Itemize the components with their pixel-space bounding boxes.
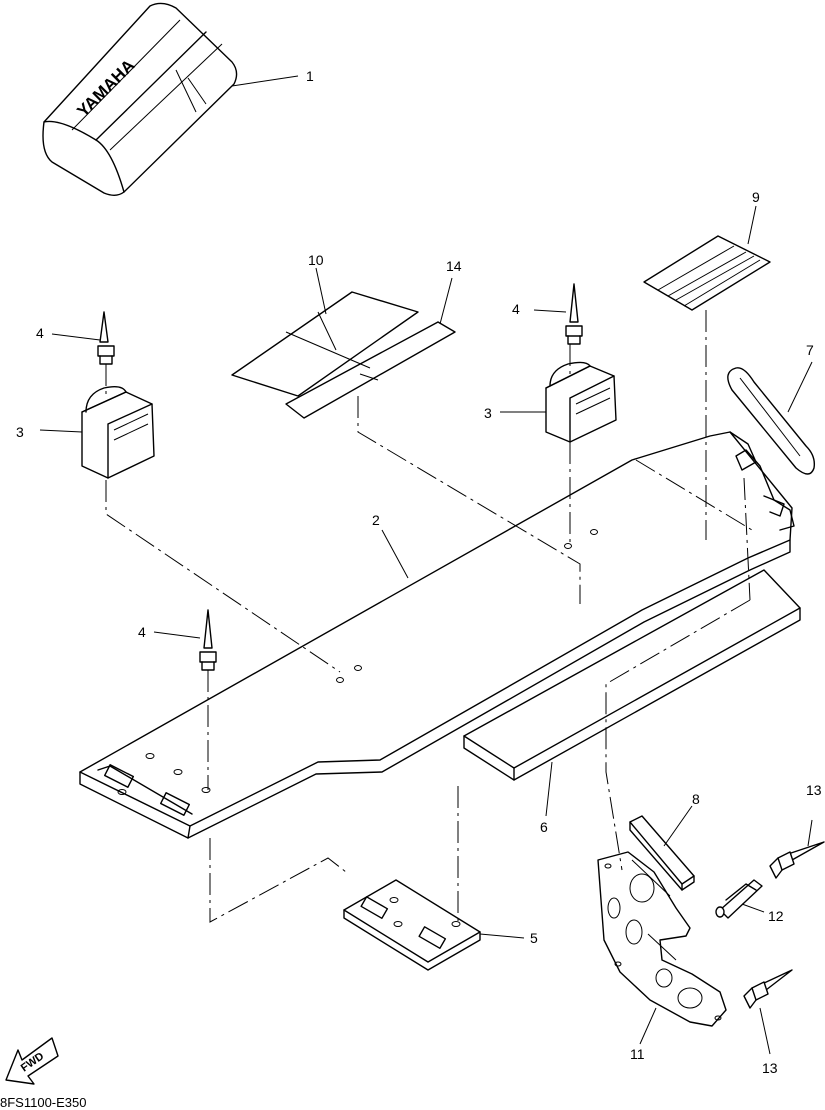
plate-5	[343, 879, 481, 971]
cover-brand-text: YAMAHA	[73, 56, 138, 121]
clip-12	[715, 879, 763, 919]
callout-7: 7	[806, 342, 814, 358]
rivet-right	[565, 283, 583, 345]
block-8	[629, 815, 695, 891]
callout-6: 6	[540, 819, 548, 835]
assembly-lines	[105, 310, 753, 924]
callout-4-right: 4	[512, 301, 520, 317]
bar-6	[463, 569, 801, 781]
callout-11: 11	[630, 1046, 645, 1062]
callout-14: 14	[446, 258, 462, 274]
fwd-arrow-icon: FWD	[5, 1037, 59, 1085]
callout-3-right: 3	[484, 405, 492, 421]
callout-13-top: 13	[806, 782, 822, 798]
bracket-11	[597, 851, 727, 1027]
callout-12: 12	[768, 908, 784, 924]
callout-13-bottom: 13	[762, 1060, 778, 1076]
callout-3-left: 3	[16, 424, 24, 440]
callout-9: 9	[752, 189, 760, 205]
wire-loop-7	[727, 367, 816, 475]
callout-1: 1	[306, 68, 314, 84]
rivet-left	[97, 311, 115, 365]
callout-4-left: 4	[36, 325, 44, 341]
callout-2: 2	[372, 512, 380, 528]
tray-2	[79, 431, 795, 839]
rivet-13-top	[769, 841, 825, 879]
drawing-code: 8FS1100-E350	[0, 1095, 87, 1110]
callout-5: 5	[530, 930, 538, 946]
decal-14	[285, 321, 456, 419]
decal-10	[231, 291, 419, 397]
pad-9	[643, 235, 771, 311]
callout-4-center: 4	[138, 624, 146, 640]
clip-right	[545, 361, 617, 443]
rivet-center	[199, 609, 217, 671]
cover-bag: YAMAHA	[42, 2, 238, 196]
callout-10: 10	[308, 252, 324, 268]
fwd-label: FWD	[19, 1050, 46, 1074]
clip-left	[81, 385, 155, 479]
callout-8: 8	[692, 791, 700, 807]
rivet-13-bottom	[743, 969, 793, 1009]
